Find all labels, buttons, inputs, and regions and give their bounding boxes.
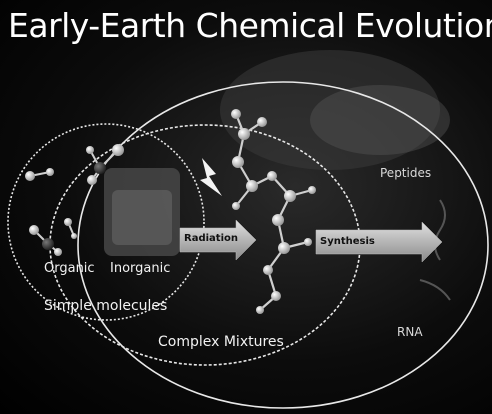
synthesis-arrow-label: Synthesis [320, 236, 375, 247]
inorganic-photo-texture [112, 190, 172, 245]
page-title: Early-Earth Chemical Evolution [8, 6, 488, 45]
rna-label: RNA [397, 325, 423, 339]
simple-molecules-label: Simple molecules [44, 298, 167, 314]
radiation-arrow-label: Radiation [184, 233, 238, 244]
inorganic-label: Inorganic [110, 261, 170, 276]
lightning-icon [200, 158, 222, 196]
peptides-label: Peptides [380, 166, 431, 180]
organic-label: Organic [44, 261, 95, 276]
background-scene-foot [310, 85, 450, 155]
complex-mixtures-label: Complex Mixtures [158, 334, 284, 350]
